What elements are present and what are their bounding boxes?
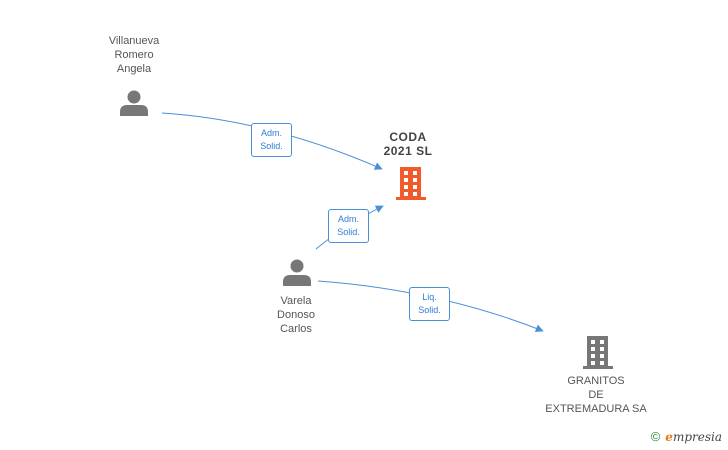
brand-name: empresia	[665, 429, 722, 444]
copyright-symbol: ©	[650, 429, 661, 444]
person-name-varela[interactable]: Varela Donoso Carlos	[277, 295, 315, 335]
person-name-villanueva[interactable]: Villanueva Romero Angela	[108, 35, 160, 75]
building-icon[interactable]	[583, 336, 613, 369]
role-badge-liq-solid: Liq. Solid.	[409, 287, 450, 321]
brand-watermark: © empresia	[651, 429, 722, 444]
company-name-granitos[interactable]: GRANITOS DE EXTREMADURA SA	[545, 375, 647, 415]
company-name-coda[interactable]: CODA 2021 SL	[383, 130, 433, 158]
person-icon[interactable]	[120, 90, 148, 117]
person-icon[interactable]	[283, 259, 311, 287]
building-icon[interactable]	[396, 167, 426, 200]
role-badge-adm-solid: Adm. Solid.	[328, 209, 369, 243]
role-badge-adm-solid: Adm. Solid.	[251, 123, 292, 157]
